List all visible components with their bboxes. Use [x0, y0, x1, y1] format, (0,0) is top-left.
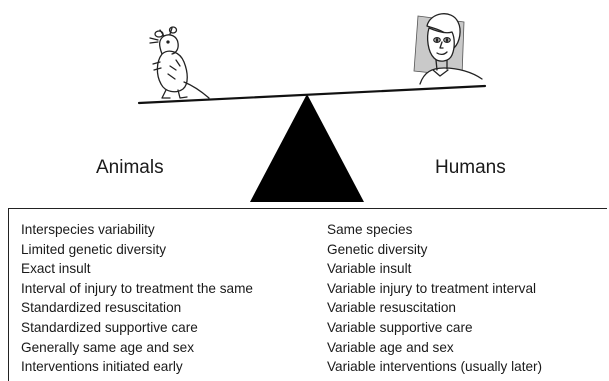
- humans-label: Humans: [435, 157, 506, 179]
- animals-item: Generally same age and sex: [21, 338, 253, 358]
- animals-item: Interspecies variability: [21, 220, 253, 240]
- animals-item: Interventions initiated early: [21, 357, 253, 377]
- balance-beam: [139, 86, 485, 103]
- humans-item: Same species: [327, 220, 542, 240]
- animals-item: Standardized resuscitation: [21, 298, 253, 318]
- human-head-icon: [414, 14, 482, 84]
- humans-item: Variable supportive care: [327, 318, 542, 338]
- animals-label: Animals: [96, 157, 164, 179]
- fulcrum-triangle: [250, 94, 364, 202]
- humans-item: Variable insult: [327, 259, 542, 279]
- rat-icon: [150, 27, 209, 98]
- animals-item: Interval of injury to treatment the same: [21, 279, 253, 299]
- comparison-table: Interspecies variability Limited genetic…: [8, 208, 607, 381]
- animals-item: Standardized supportive care: [21, 318, 253, 338]
- humans-item: Variable age and sex: [327, 338, 542, 358]
- humans-item: Genetic diversity: [327, 240, 542, 260]
- humans-column: Same species Genetic diversity Variable …: [327, 220, 542, 377]
- humans-item: Variable resuscitation: [327, 298, 542, 318]
- humans-item: Variable interventions (usually later): [327, 357, 542, 377]
- animals-column: Interspecies variability Limited genetic…: [21, 220, 253, 377]
- animals-item: Limited genetic diversity: [21, 240, 253, 260]
- animals-item: Exact insult: [21, 259, 253, 279]
- humans-item: Variable injury to treatment interval: [327, 279, 542, 299]
